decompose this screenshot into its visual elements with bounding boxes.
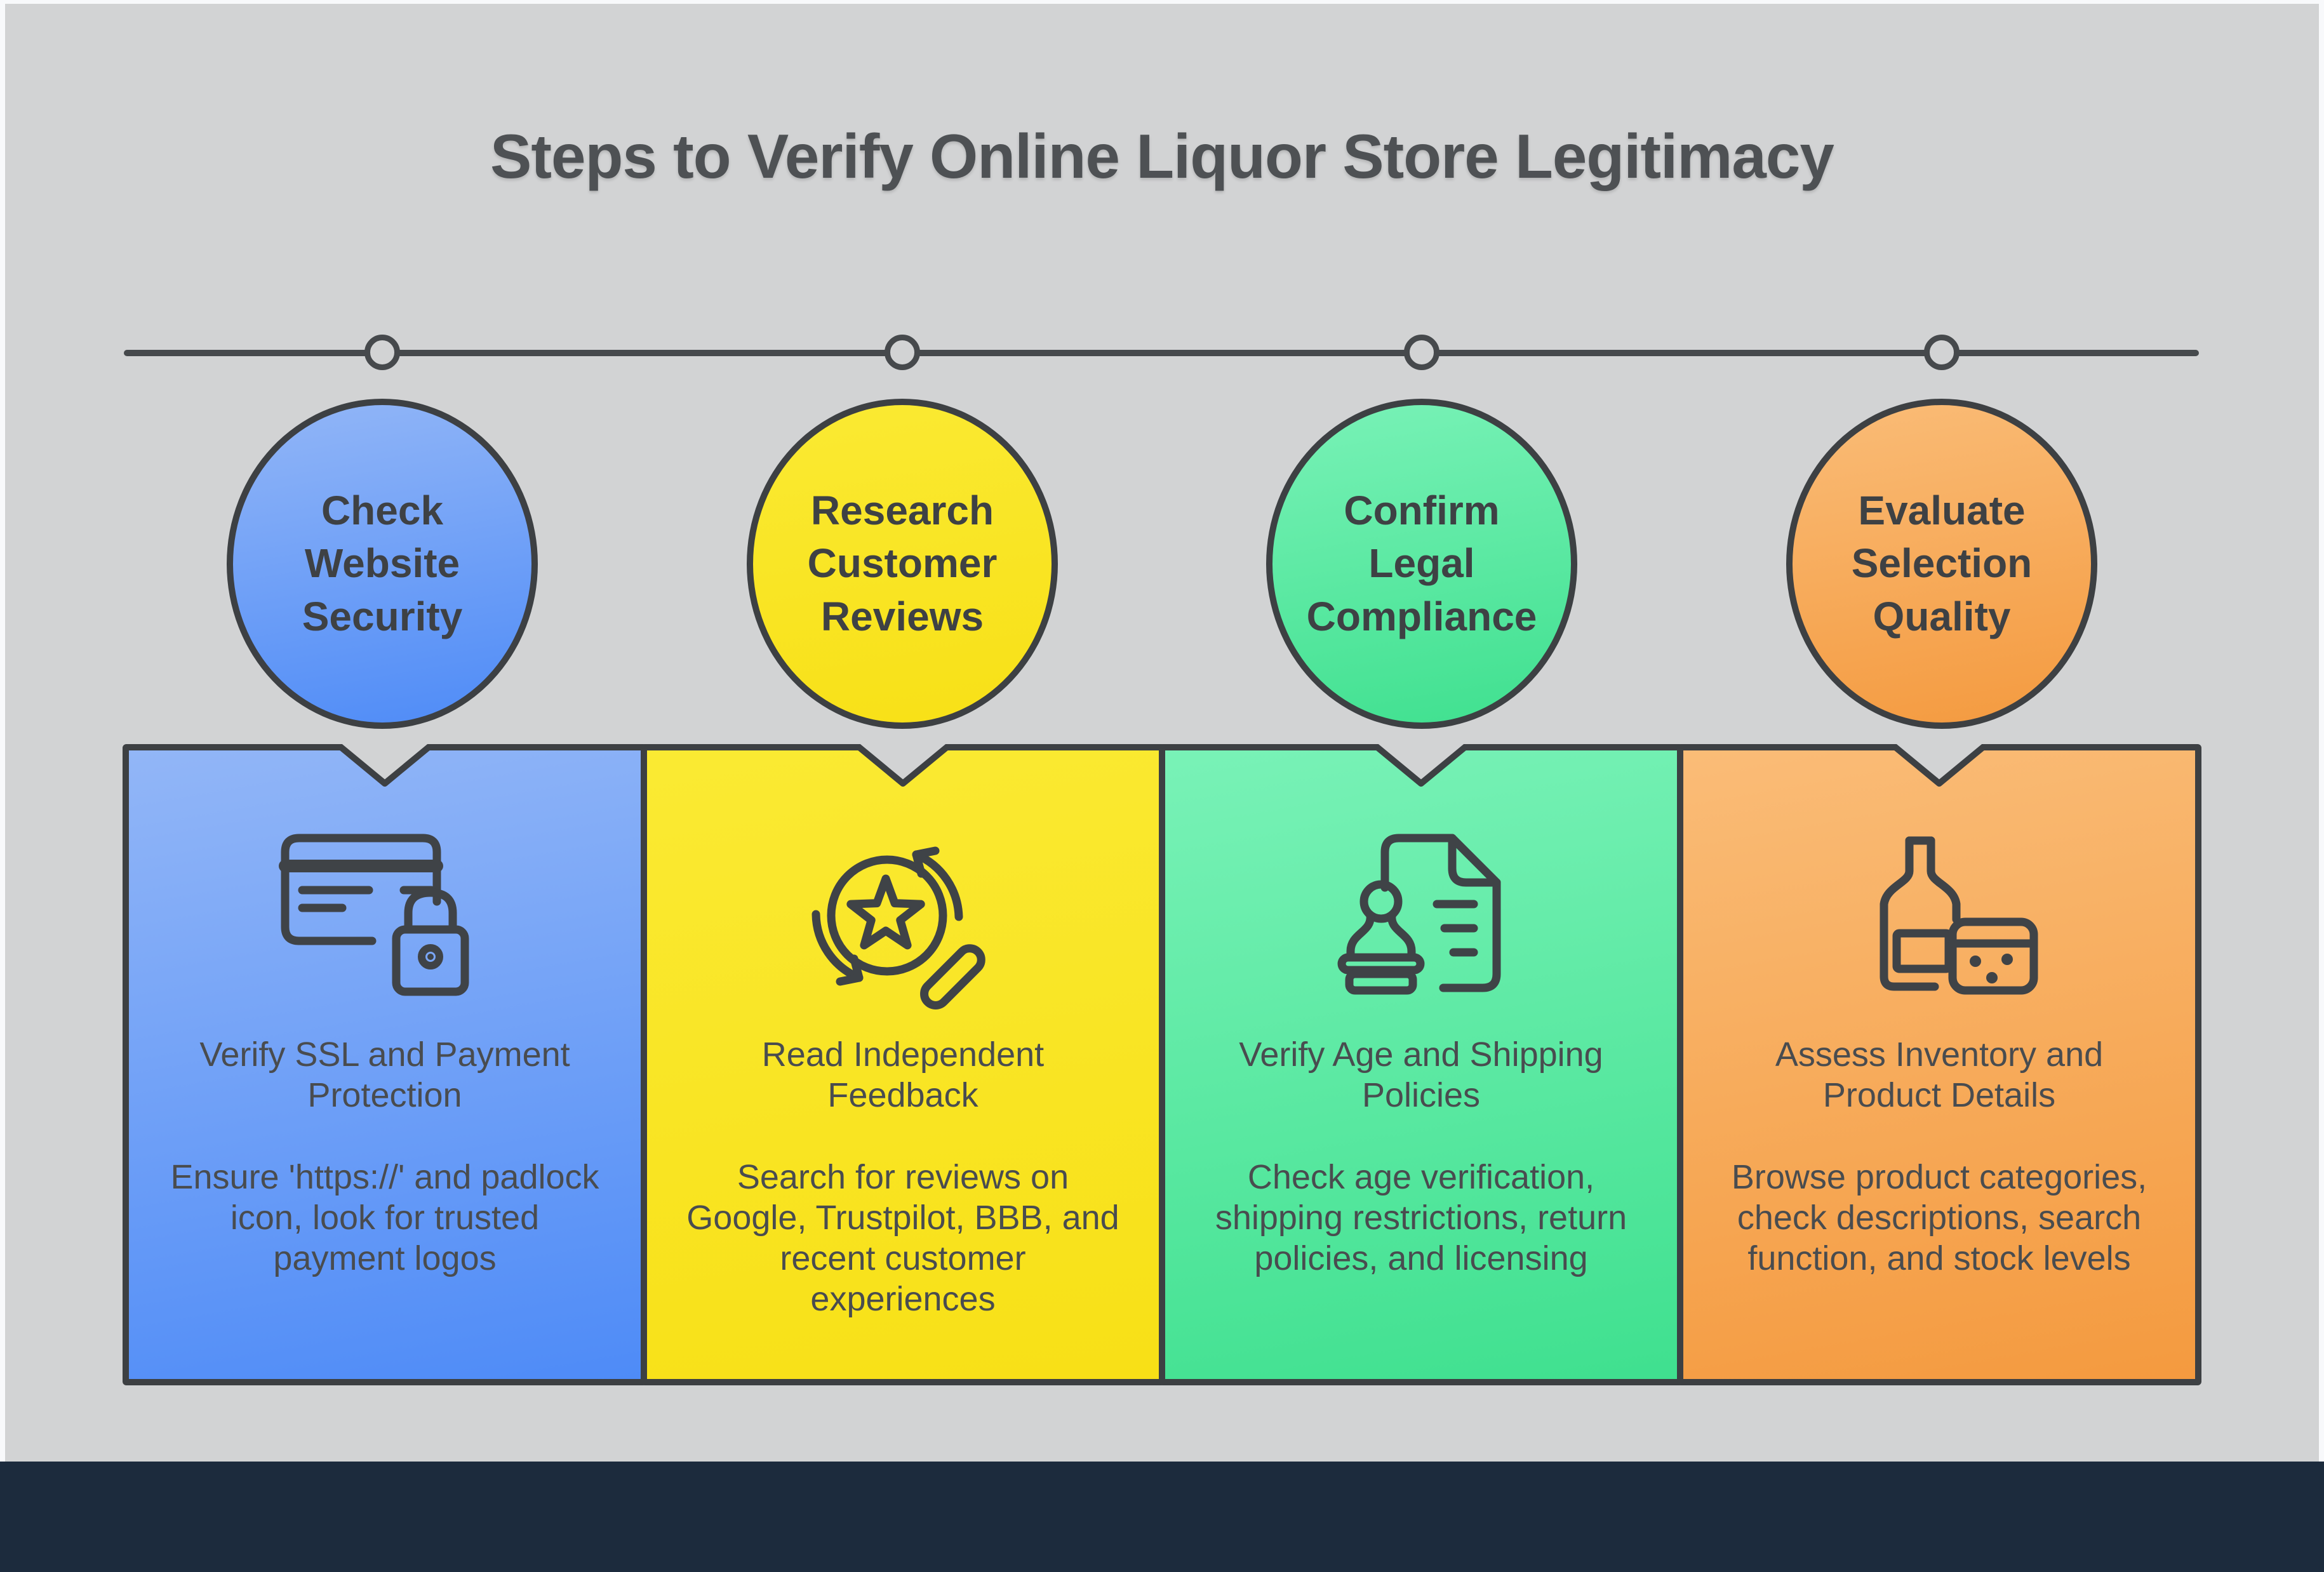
card-legal-compliance: Verify Age and Shipping Policies Check a… xyxy=(1159,744,1683,1385)
card-website-security: Verify SSL and Payment Protection Ensure… xyxy=(123,744,647,1385)
circle-label-line: Confirm xyxy=(1344,488,1500,534)
card-selection-quality: Assess Inventory and Product Details Bro… xyxy=(1677,744,2201,1385)
timeline-node-3 xyxy=(1404,335,1439,370)
card-body: Check age verification, shipping restric… xyxy=(1215,1158,1627,1277)
circle-label-line: Reviews xyxy=(820,593,984,639)
card-content: Read Independent Feedback Search for rev… xyxy=(647,750,1159,1379)
step-circle-check-website-security: Check Website Security xyxy=(227,399,538,729)
timeline-node-4 xyxy=(1924,335,1960,370)
circle-label-line: Customer xyxy=(807,540,998,587)
card-customer-reviews: Read Independent Feedback Search for rev… xyxy=(641,744,1165,1385)
card-title: Read Independent Feedback xyxy=(761,1036,1045,1114)
circle-label-line: Security xyxy=(302,593,463,639)
circle-label-line: Compliance xyxy=(1306,593,1537,639)
card-title: Verify Age and Shipping Policies xyxy=(1239,1036,1603,1114)
circle-label-line: Website xyxy=(304,540,460,587)
bottle-glass-icon xyxy=(1880,836,2038,995)
step-cards-row: Verify SSL and Payment Protection Ensure… xyxy=(123,744,2201,1385)
card-body: Browse product categories, check descrip… xyxy=(1731,1158,2147,1277)
timeline-line xyxy=(124,350,2199,356)
card-body: Ensure 'https://' and padlock icon, look… xyxy=(170,1158,599,1277)
stamp-document-icon xyxy=(1337,834,1501,995)
circle-label-line: Check xyxy=(321,488,444,534)
page-title: Steps to Verify Online Liquor Store Legi… xyxy=(490,121,1834,191)
card-content: Assess Inventory and Product Details Bro… xyxy=(1683,750,2195,1379)
circle-label-line: Legal xyxy=(1368,540,1475,587)
timeline-node-1 xyxy=(364,335,400,370)
circle-label-line: Research xyxy=(810,488,994,534)
credit-card-lock-icon xyxy=(279,834,469,996)
card-title: Verify SSL and Payment Protection xyxy=(199,1036,570,1114)
card-content: Verify Age and Shipping Policies Check a… xyxy=(1165,750,1677,1379)
circle-label-line: Quality xyxy=(1873,593,2011,639)
step-circle-confirm-legal-compliance: Confirm Legal Compliance xyxy=(1266,399,1577,729)
footer-bar xyxy=(0,1462,2324,1572)
step-circle-evaluate-selection-quality: Evaluate Selection Quality xyxy=(1786,399,2097,729)
card-content: Verify SSL and Payment Protection Ensure… xyxy=(129,750,641,1379)
card-body: Search for reviews on Google, Trustpilot… xyxy=(686,1158,1119,1318)
card-title: Assess Inventory and Product Details xyxy=(1775,1036,2104,1114)
circle-label-line: Selection xyxy=(1851,540,2033,587)
timeline-node-2 xyxy=(885,335,920,370)
circle-label-line: Evaluate xyxy=(1858,488,2026,534)
review-search-icon xyxy=(811,846,985,1009)
step-circle-research-customer-reviews: Research Customer Reviews xyxy=(747,399,1058,729)
